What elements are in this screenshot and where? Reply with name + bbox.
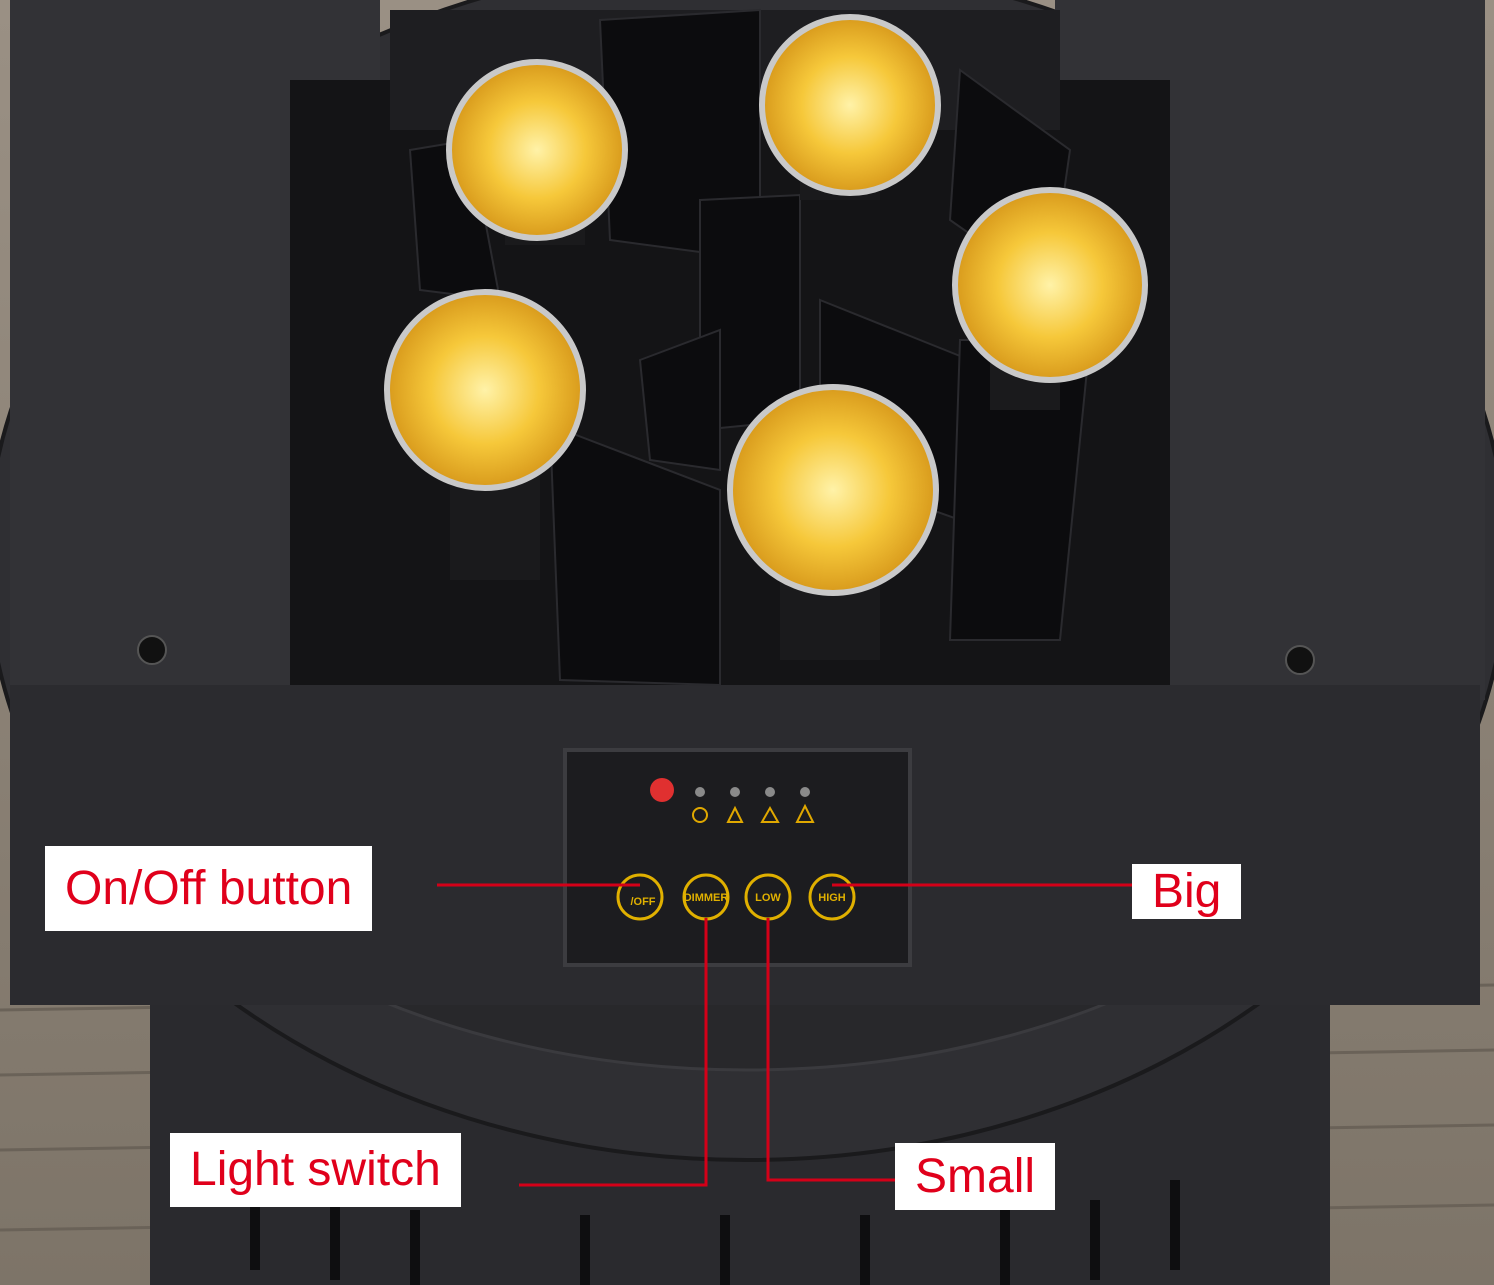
callout-small: Small: [895, 1143, 1056, 1210]
callout-light-switch: Light switch: [170, 1133, 461, 1207]
panel-button-labels: /OFF DIMMER LOW HIGH: [630, 892, 845, 908]
control-panel: /OFF DIMMER LOW HIGH: [563, 748, 912, 967]
halogen-bulbs: [384, 14, 1148, 596]
bulb-2: [759, 14, 941, 196]
indicator-symbols: [692, 803, 815, 823]
bulb-1: [446, 59, 628, 241]
on-off-button[interactable]: [616, 873, 664, 921]
callout-on-off: On/Off button: [45, 846, 373, 931]
bulb-4: [384, 289, 586, 491]
leader-lines: [437, 883, 1132, 1187]
leader-light-switch: [519, 918, 708, 1187]
vent-slots: [250, 1180, 1180, 1285]
indicator-leds: [650, 778, 810, 802]
power-led: [650, 778, 674, 802]
black-fins: [408, 8, 1092, 687]
callout-big: Big: [1132, 864, 1242, 919]
low-button-label: LOW: [755, 892, 781, 904]
high-button-label: HIGH: [818, 892, 846, 904]
leader-small: [766, 918, 895, 1182]
bulb-5: [727, 384, 939, 596]
dimmer-button-label: DIMMER: [684, 892, 729, 904]
on-off-button-label: /OFF: [630, 896, 655, 908]
bulb-3: [952, 187, 1148, 383]
high-button[interactable]: [808, 873, 856, 921]
